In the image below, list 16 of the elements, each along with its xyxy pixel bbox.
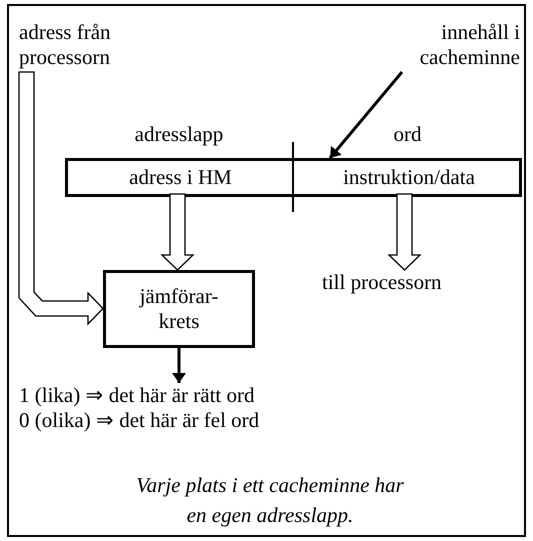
result-text: 0 (olika) ⇒ det här är fel ord xyxy=(19,408,260,433)
comparator-box: jämförar- krets xyxy=(103,270,255,348)
hollow-arrow xyxy=(160,193,195,271)
hollow-arrow xyxy=(387,193,422,271)
arrow xyxy=(328,71,404,159)
field-label: adress i HM xyxy=(68,161,293,194)
text-label: till processorn xyxy=(322,270,492,298)
column-heading: ord xyxy=(392,122,422,147)
text-label: adress från processorn xyxy=(19,20,169,72)
column-heading: adresslapp xyxy=(134,122,224,147)
hollow-arrow xyxy=(18,71,104,326)
result-text: 1 (lika) ⇒ det här är rätt ord xyxy=(19,383,256,408)
field-label: instruktion/data xyxy=(296,161,522,194)
text-label: innehåll i cacheminne xyxy=(360,20,520,72)
arrow xyxy=(172,348,186,383)
caption: Varje plats i ett cacheminne har en egen adresslapp. xyxy=(135,472,405,529)
